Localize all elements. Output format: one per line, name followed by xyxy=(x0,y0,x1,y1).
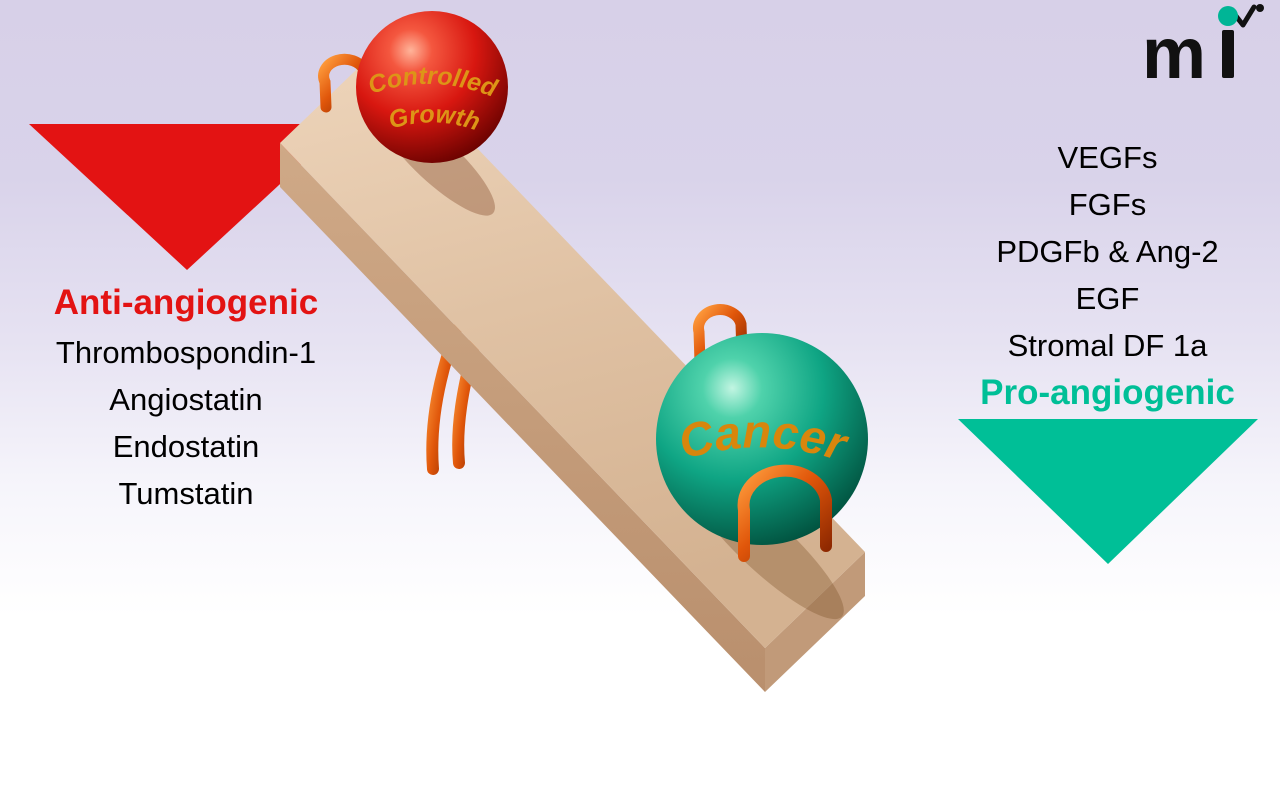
logo-v-dot xyxy=(1256,4,1264,12)
plank-end-face xyxy=(765,552,865,692)
logo-letter-i-stem xyxy=(1222,30,1234,78)
rear-staple xyxy=(693,304,748,368)
controlled-growth-ball xyxy=(356,11,508,163)
front-staple xyxy=(737,464,832,562)
pro-angiogenic-arrow-shape xyxy=(958,419,1258,564)
anti-angiogenic-panel: Anti-angiogenic Thrombospondin-1 Angiost… xyxy=(8,281,364,517)
pro-angiogenic-arrow xyxy=(958,419,1258,564)
pro-angiogenic-item: PDGFb & Ang-2 xyxy=(996,234,1219,269)
plank-side-face xyxy=(280,143,765,692)
pro-angiogenic-heading: Pro-angiogenic xyxy=(980,373,1235,412)
pro-angiogenic-item: VEGFs xyxy=(1057,140,1158,175)
cancer-ball xyxy=(656,333,868,545)
pro-angiogenic-item: FGFs xyxy=(1068,187,1147,222)
anti-angiogenic-heading: Anti-angiogenic xyxy=(53,283,319,322)
anti-angiogenic-item: Thrombospondin-1 xyxy=(55,335,317,370)
anti-angiogenic-item: Angiostatin xyxy=(109,382,263,417)
anti-angiogenic-item: Tumstatin xyxy=(118,476,254,511)
pro-angiogenic-item: EGF xyxy=(1075,281,1140,316)
logo-i-dot xyxy=(1218,6,1238,26)
anti-angiogenic-arrow xyxy=(29,124,345,270)
journal-logo: m xyxy=(1142,4,1264,94)
logo-letter-m: m xyxy=(1142,14,1206,94)
anti-angiogenic-item: Endostatin xyxy=(112,429,260,464)
pro-angiogenic-panel: VEGFs FGFs PDGFb & Ang-2 EGF Stromal DF … xyxy=(935,134,1280,415)
pro-angiogenic-item: Stromal DF 1a xyxy=(1007,328,1208,363)
anti-angiogenic-arrow-shape xyxy=(29,124,345,270)
